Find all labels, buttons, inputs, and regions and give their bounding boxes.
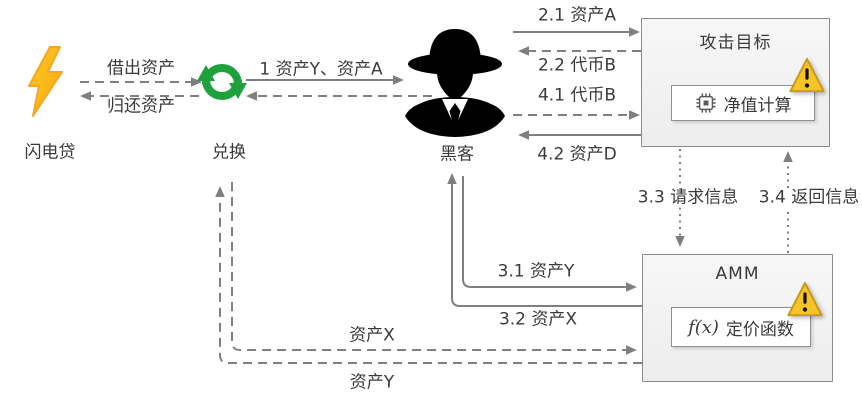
edge-assetx-label: 资产X <box>349 325 395 346</box>
edge-step32-line <box>451 182 642 307</box>
edge-step33-label: 3.3 请求信息 <box>634 188 742 208</box>
edge-step32-label: 3.2 资产X <box>498 309 578 330</box>
warning-triangle-icon <box>789 57 825 93</box>
edge-step31-line <box>462 176 628 288</box>
edge-step42-label: 4.2 资产D <box>537 144 617 165</box>
edge-assety-label: 资产Y <box>349 372 395 393</box>
amm-box: AMM f(x) 定价函数 <box>642 254 833 382</box>
edge-assetx-line <box>231 182 628 351</box>
edge-step22-label: 2.2 代币B <box>537 55 617 76</box>
edge-step34-label: 3.4 返回信息 <box>755 188 862 208</box>
net-value-label: 净值计算 <box>723 95 792 116</box>
warning-triangle-icon <box>787 281 823 317</box>
flash-loan-label: 闪电贷 <box>24 142 76 163</box>
circular-swap-arrows-icon <box>197 64 247 100</box>
edge-step41-label: 4.1 代币B <box>537 85 617 106</box>
hacker-label: 黑客 <box>440 144 474 165</box>
edge-assety-line <box>219 195 642 364</box>
edge-lend-label: 借出资产 <box>107 58 175 79</box>
arrowheads <box>80 27 793 355</box>
fx-formula: f(x) <box>688 316 719 338</box>
amm-title: AMM <box>715 264 760 284</box>
spy-icon <box>405 29 505 137</box>
edge-step21-label: 2.1 资产A <box>537 5 617 26</box>
cpu-chip-icon <box>695 93 716 113</box>
net-value-module: 净值计算 <box>671 85 815 121</box>
edge-step31-label: 3.1 资产Y <box>497 261 575 282</box>
lightning-icon <box>28 46 63 117</box>
edge-step1-label: 1 资产Y、资产A <box>259 59 383 80</box>
pricing-function-module: f(x) 定价函数 <box>671 307 811 347</box>
attack-target-title: 攻击目标 <box>699 33 772 53</box>
edge-repay-label: 归还资产 <box>107 96 175 117</box>
pricing-function-label: 定价函数 <box>725 319 794 340</box>
swap-label: 兑换 <box>212 142 246 163</box>
